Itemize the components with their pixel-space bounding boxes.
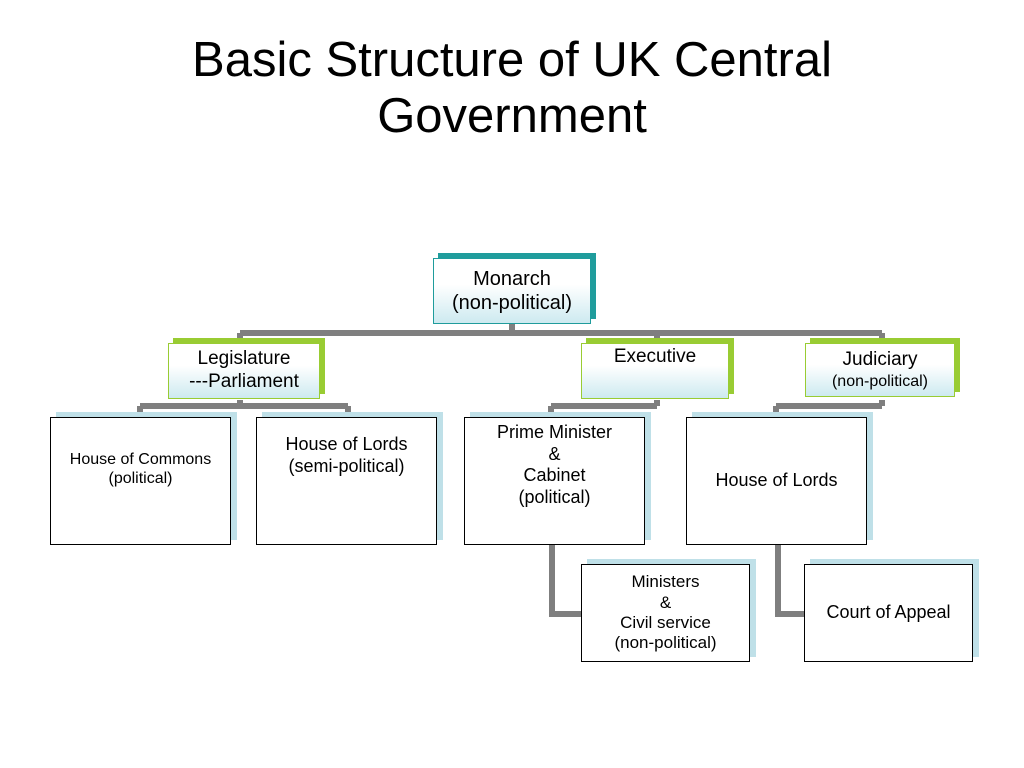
ministers-node: Ministers & Civil service (non-political… [581,559,756,662]
prime-minister-subtitle: (political) [518,486,591,507]
monarch-node: Monarch (non-political) [433,253,596,324]
judiciary-node: Judiciary (non-political) [805,338,960,397]
judiciary-title: Judiciary [842,349,918,370]
monarch-subtitle: (non-political) [451,292,573,314]
page-title: Basic Structure of UK Central Government [62,32,962,144]
house-of-lords-legislature-node: House of Lords (semi-political) [256,412,443,545]
executive-title: Executive [613,346,697,367]
ministers-title: Ministers [631,572,700,592]
judiciary-subtitle: (non-political) [831,372,929,390]
executive-node: Executive [581,338,734,399]
legislature-node: Legislature ---Parliament [168,338,325,399]
cabinet-title: Cabinet [523,465,586,486]
connector-pm-ministers [549,545,582,617]
prime-minister-title: Prime Minister [496,422,612,442]
house-of-commons-title: House of Commons [69,451,212,468]
legislature-title: Legislature [197,348,291,370]
title-line-2: Government [377,89,647,143]
ministers-amp: & [659,592,672,612]
prime-minister-node: Prime Minister & Cabinet (political) [464,412,651,545]
ministers-subtitle: (non-political) [614,633,717,653]
title-line-1: Basic Structure of UK Central [192,33,832,87]
prime-minister-amp: & [548,443,561,464]
connector-lords-court [775,545,805,617]
house-of-commons-node: House of Commons (political) [50,412,237,545]
connector-legislature-children [137,400,351,414]
court-of-appeal-node: Court of Appeal [804,559,979,662]
monarch-title: Monarch [473,268,551,290]
house-of-lords-legislature-title: House of Lords [285,434,408,454]
house-of-lords-judiciary-title: House of Lords [715,470,838,491]
civil-service-title: Civil service [620,613,711,632]
court-of-appeal-title: Court of Appeal [826,602,951,623]
house-of-commons-subtitle: (political) [108,470,173,488]
legislature-subtitle: ---Parliament [189,371,299,392]
house-of-lords-legislature-subtitle: (semi-political) [288,455,405,476]
house-of-lords-judiciary-node: House of Lords [686,412,873,545]
